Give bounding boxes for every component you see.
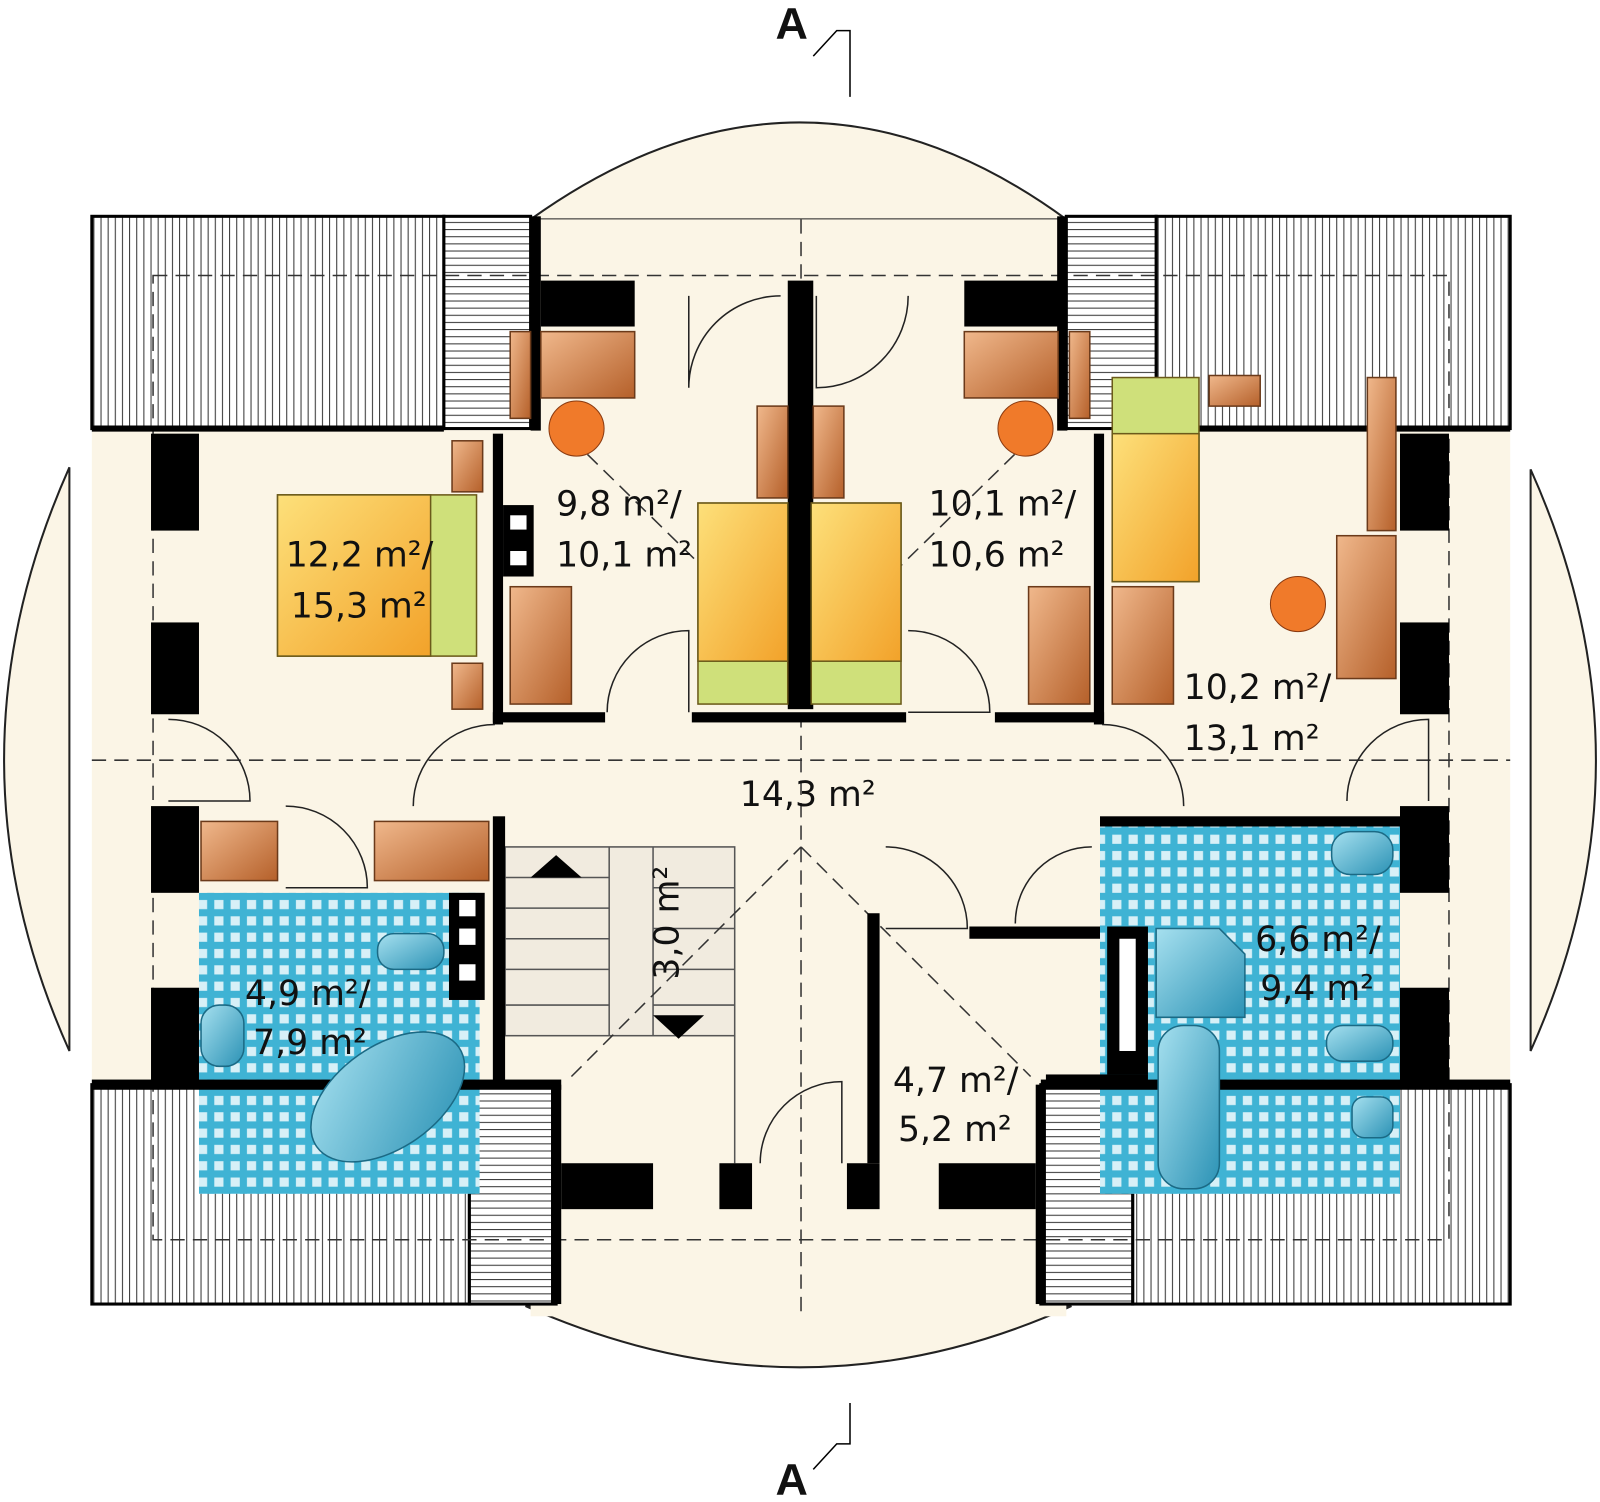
room-labels: 12,2 m²/ 15,3 m² 9,8 m²/ 10,1 m² 10,1 m²… bbox=[245, 484, 1381, 1149]
room-area-label: 7,9 m² bbox=[253, 1023, 367, 1063]
section-line-bottom: A bbox=[776, 1403, 851, 1502]
room-area-label: 10,2 m²/ bbox=[1184, 668, 1332, 708]
shelves bbox=[448, 505, 1136, 1051]
walls bbox=[91, 216, 1511, 1305]
outer-arcs bbox=[3, 121, 1597, 1369]
room-area-label: 4,9 m²/ bbox=[245, 974, 371, 1014]
room-area-label: 10,1 m²/ bbox=[929, 484, 1077, 524]
room-area-label: 10,1 m² bbox=[556, 535, 692, 575]
room-area-label: 6,6 m²/ bbox=[1255, 920, 1381, 960]
room-area-label: 9,4 m² bbox=[1260, 969, 1374, 1009]
room-area-label: 9,8 m²/ bbox=[556, 484, 682, 524]
room-area-label: 10,6 m² bbox=[929, 535, 1065, 575]
furniture bbox=[200, 330, 1397, 882]
section-line-top: A bbox=[776, 0, 851, 97]
bathroom-right-tiles bbox=[1100, 824, 1400, 1194]
sanitary-fixtures bbox=[200, 830, 1394, 1190]
shower-icon bbox=[1155, 927, 1246, 1019]
room-area-label: 14,3 m² bbox=[740, 775, 876, 815]
beds bbox=[276, 376, 1200, 705]
room-area-label: 5,2 m² bbox=[898, 1110, 1012, 1150]
room-area-label: 3,0 m² bbox=[648, 866, 688, 980]
sink-icon bbox=[1330, 830, 1394, 876]
staircase bbox=[504, 846, 736, 1164]
doors bbox=[168, 295, 1430, 1164]
toilet-icon bbox=[1351, 1096, 1394, 1139]
chair-icon bbox=[1269, 576, 1327, 633]
section-mark-top: A bbox=[776, 0, 808, 49]
section-mark-bottom: A bbox=[776, 1454, 808, 1502]
chair-icon bbox=[997, 400, 1054, 457]
bathtub-icon bbox=[1157, 1024, 1221, 1190]
stair-down-arrow-icon bbox=[653, 1015, 705, 1039]
chair-icon bbox=[548, 400, 605, 457]
room-area-label: 4,7 m²/ bbox=[893, 1061, 1019, 1101]
room-area-label: 15,3 m² bbox=[291, 586, 427, 626]
toilet-icon bbox=[376, 932, 445, 971]
stair-up-arrow-icon bbox=[530, 855, 582, 878]
room-area-label: 12,2 m²/ bbox=[286, 535, 434, 575]
toilet-icon bbox=[1325, 1024, 1394, 1062]
chairs bbox=[548, 400, 1327, 633]
room-area-label: 13,1 m² bbox=[1184, 719, 1320, 759]
bathtub-icon bbox=[310, 1031, 466, 1163]
sink-icon bbox=[200, 1004, 245, 1068]
